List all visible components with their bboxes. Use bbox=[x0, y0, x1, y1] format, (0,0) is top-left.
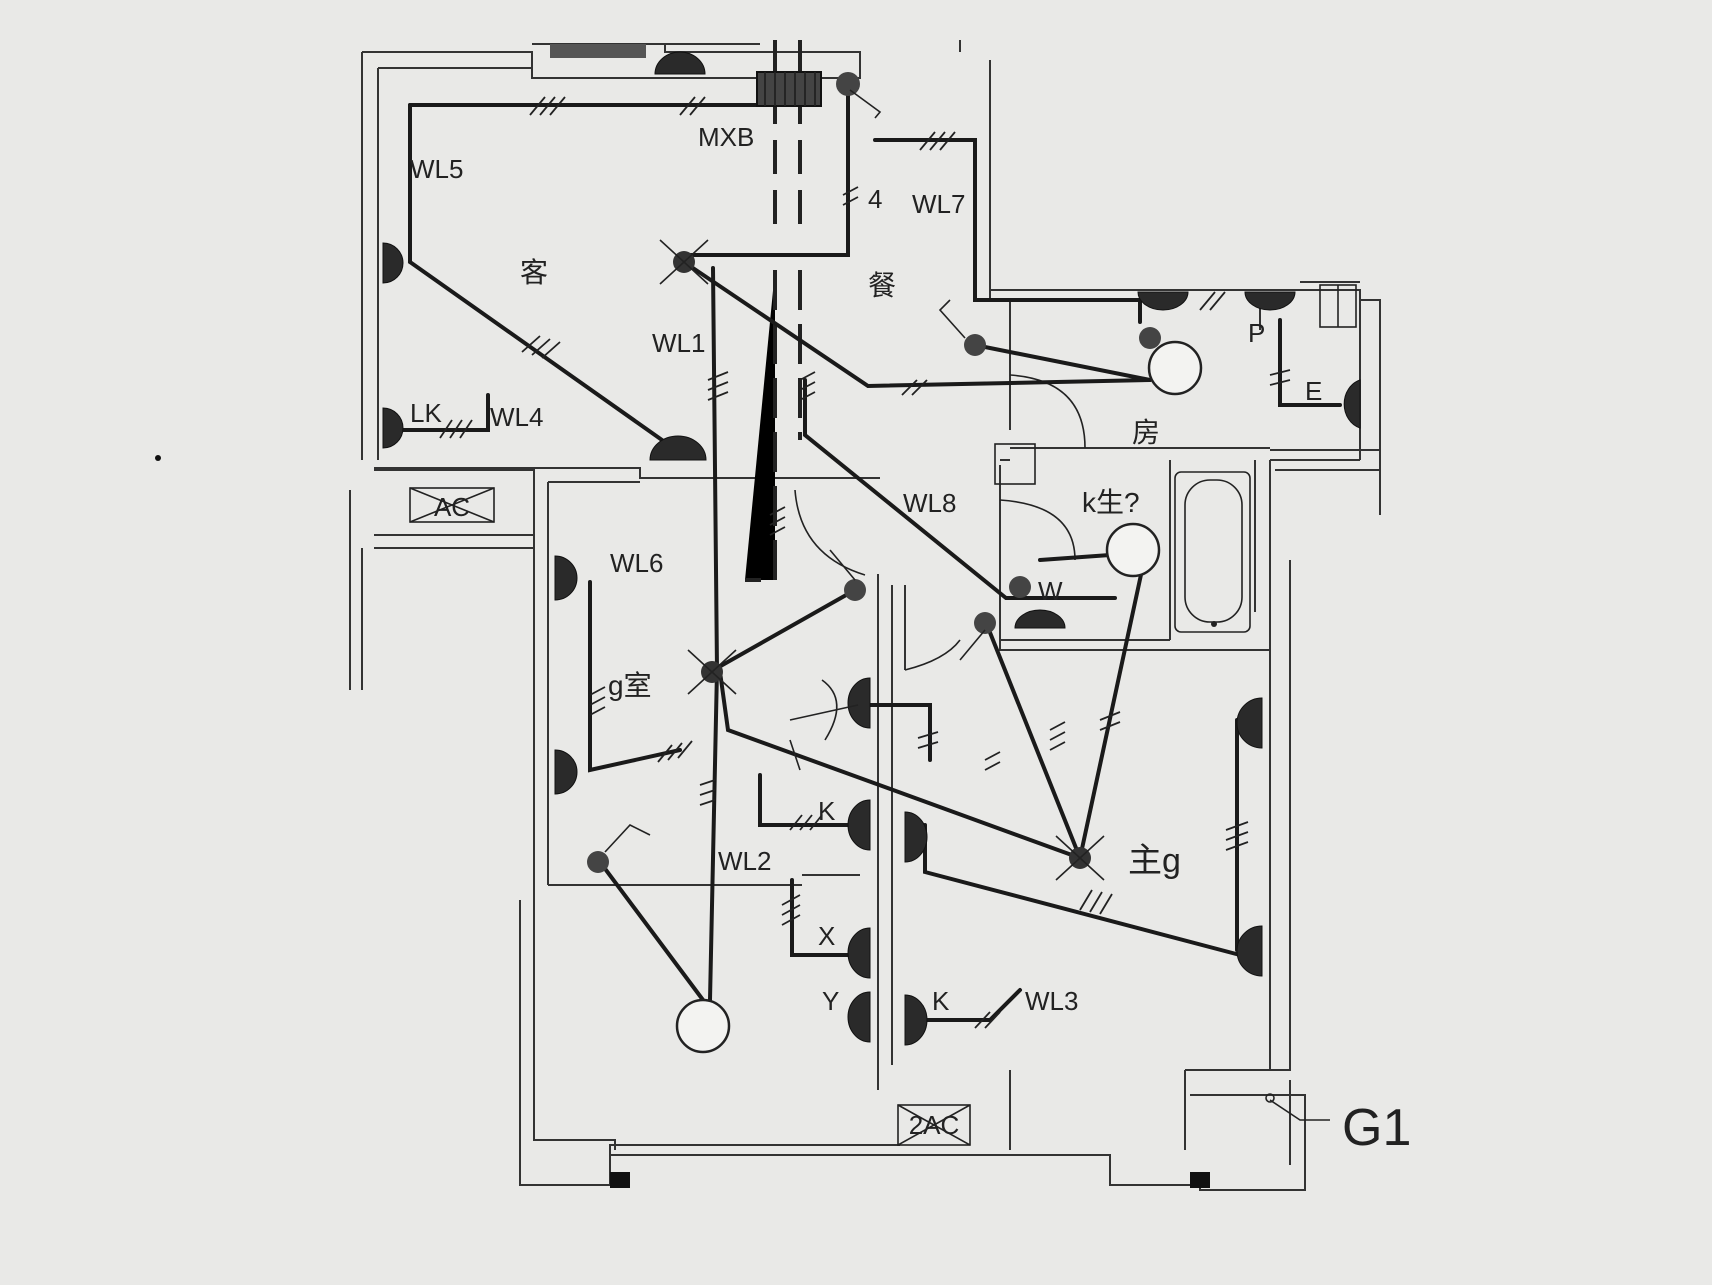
riser-count-label: 4 bbox=[868, 184, 882, 214]
ac-label: AC bbox=[434, 492, 470, 522]
wl8-label: WL8 bbox=[903, 488, 956, 518]
ac-unit-2: 2AC bbox=[897, 1104, 971, 1146]
room-kitchen: 房 bbox=[1132, 417, 1160, 448]
g1-label: G1 bbox=[1342, 1099, 1411, 1157]
wire-labels: WL5 WL7 4 WL1 WL4 LK WL8 WL6 WL2 WL3 K K… bbox=[410, 154, 1411, 1157]
room-bedroom2: g室 bbox=[608, 670, 652, 701]
w-label: W bbox=[1038, 576, 1063, 606]
ac2-label: 2AC bbox=[909, 1110, 960, 1140]
wl2-label: WL2 bbox=[718, 846, 771, 876]
k-label-1: K bbox=[818, 796, 836, 826]
room-labels: 客 餐 房 k生? g室 主g bbox=[520, 257, 1181, 880]
bathtub bbox=[1174, 471, 1251, 633]
ceiling-lights bbox=[587, 72, 1203, 1054]
living-ceiling-light bbox=[659, 239, 709, 285]
wl7-label: WL7 bbox=[912, 189, 965, 219]
wl3-label: WL3 bbox=[1025, 986, 1078, 1016]
distribution-box: MXB bbox=[550, 44, 822, 152]
mxb-label: MXB bbox=[698, 122, 754, 152]
wl5-label: WL5 bbox=[410, 154, 463, 184]
wl4-label: WL4 bbox=[490, 402, 543, 432]
lk-label: LK bbox=[410, 398, 442, 428]
wl1-label: WL1 bbox=[652, 328, 705, 358]
ac-unit-1: AC bbox=[409, 487, 495, 523]
y-label: Y bbox=[822, 986, 839, 1016]
room-bath: k生? bbox=[1082, 487, 1140, 518]
room-master: 主g bbox=[1128, 842, 1181, 880]
room-living: 客 bbox=[520, 257, 548, 288]
wl6-label: WL6 bbox=[610, 548, 663, 578]
p-label: P bbox=[1248, 318, 1265, 348]
door-swings bbox=[794, 374, 1086, 671]
room-dining: 餐 bbox=[868, 270, 896, 301]
wire-hatch-marks bbox=[439, 96, 1291, 1029]
k-label-2: K bbox=[932, 986, 950, 1016]
bedroom2-ceiling-light bbox=[687, 649, 737, 695]
e-label: E bbox=[1305, 376, 1322, 406]
wiring bbox=[398, 88, 1342, 1022]
wall-lights bbox=[382, 51, 1361, 1046]
master-ceiling-light bbox=[1055, 835, 1105, 881]
x-label: X bbox=[818, 921, 835, 951]
